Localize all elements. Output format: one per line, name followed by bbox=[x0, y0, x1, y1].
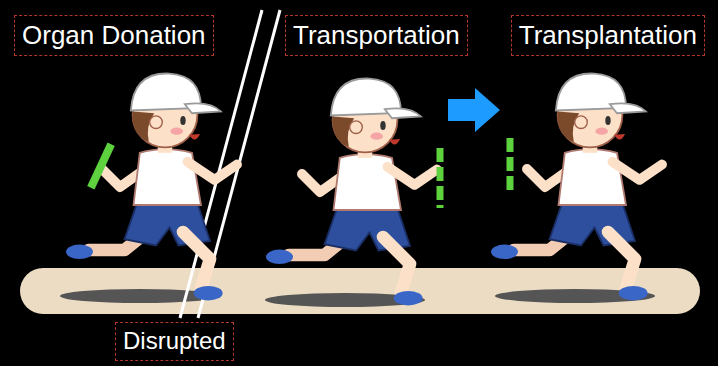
label-box: Transportation bbox=[285, 15, 468, 56]
handoff-arrow bbox=[448, 88, 500, 132]
runner bbox=[266, 79, 437, 306]
baton bbox=[437, 148, 444, 208]
stage-label: Organ Donation bbox=[22, 20, 206, 51]
stage-label: Transplantation bbox=[519, 20, 697, 51]
label-box: Organ Donation bbox=[14, 15, 214, 56]
stage-label: Disrupted bbox=[123, 327, 226, 356]
runner bbox=[491, 74, 662, 301]
label-box: Transplantation bbox=[511, 15, 705, 56]
baton bbox=[507, 138, 514, 192]
label-box: Disrupted bbox=[115, 322, 234, 361]
runner bbox=[66, 74, 237, 301]
baton bbox=[87, 143, 115, 190]
stage-label: Transportation bbox=[293, 20, 460, 51]
track bbox=[20, 268, 700, 314]
